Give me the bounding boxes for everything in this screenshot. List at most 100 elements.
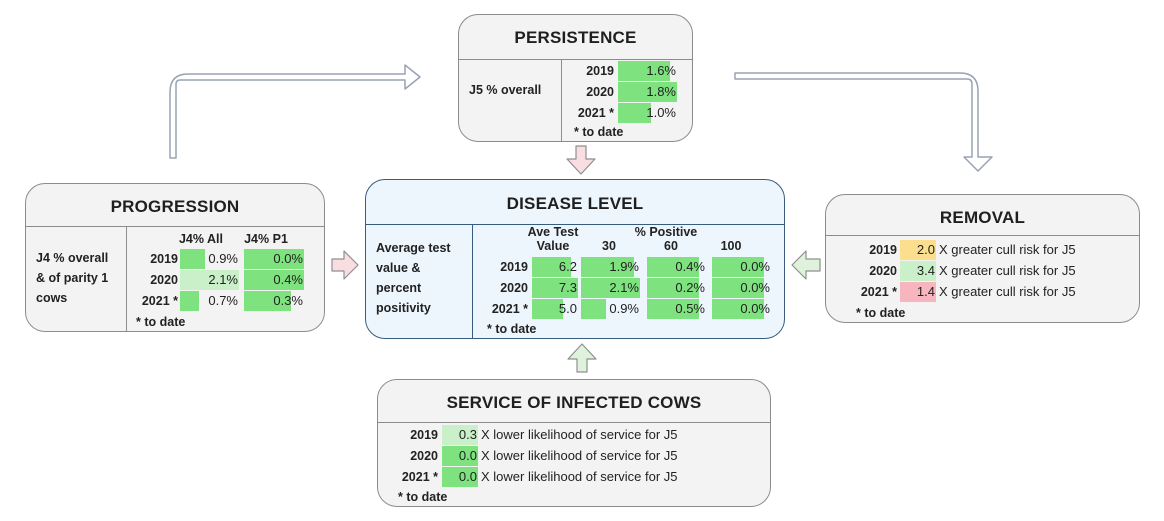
value-bar	[244, 249, 304, 269]
disease-level-label: Average test value & percent positivity	[376, 241, 451, 315]
persistence-year: 2020	[586, 85, 614, 99]
removal-year: 2021 *	[860, 285, 897, 299]
progression-to-disease-arrow	[331, 250, 359, 280]
service-text: X lower likelihood of service for J5	[481, 427, 678, 442]
service-value: 0.0	[442, 467, 478, 487]
removal-text: X greater cull risk for J5	[939, 263, 1076, 278]
disease-ave-value: 5.0	[532, 299, 578, 319]
progression-year: 2020	[150, 273, 178, 287]
divider	[561, 59, 562, 141]
persistence-box: PERSISTENCE J5 % overall 2019 2020 2021 …	[458, 14, 693, 142]
removal-value: 2.0	[900, 240, 936, 260]
removal-text: X greater cull risk for J5	[939, 242, 1076, 257]
progression-col-p1: J4% P1	[244, 232, 288, 246]
divider	[378, 422, 770, 423]
value-bar	[618, 61, 670, 81]
disease-p100-value: 0.0%	[712, 278, 771, 298]
disease-p100-value: 0.0%	[712, 299, 771, 319]
value-bar	[180, 249, 206, 269]
progression-all-value: 2.1%	[180, 270, 239, 290]
service-value: 0.3	[442, 425, 478, 445]
persistence-value: 1.6%	[618, 61, 677, 81]
value-bar	[581, 278, 640, 298]
persistence-label: J5 % overall	[469, 83, 542, 97]
disease-ave-value: 6.2	[532, 257, 578, 277]
value-bar	[618, 103, 652, 123]
disease-year: 2021 *	[491, 302, 528, 316]
progression-label: J4 % overall & of parity 1 cows	[36, 251, 109, 305]
disease-p60-value: 0.4%	[647, 257, 706, 277]
value-bar	[532, 278, 578, 298]
progression-p1-value: 0.0%	[244, 249, 304, 269]
progression-p1-value: 0.4%	[244, 270, 304, 290]
disease-level-title: DISEASE LEVEL	[506, 194, 644, 213]
removal-text: X greater cull risk for J5	[939, 284, 1076, 299]
value-bar	[712, 257, 764, 277]
progression-year: 2021 *	[141, 294, 178, 308]
value-bar	[647, 257, 699, 277]
disease-p60-value: 0.2%	[647, 278, 706, 298]
disease-level-box: DISEASE LEVEL Average test value & perce…	[365, 179, 785, 339]
value-bar	[180, 270, 239, 290]
disease-col-ave: Ave Test Value	[527, 225, 579, 253]
service-title: SERVICE OF INFECTED COWS	[446, 393, 702, 412]
disease-p30-value: 2.1%	[581, 278, 640, 298]
value-bar	[647, 299, 699, 319]
disease-p100-value: 0.0%	[712, 257, 771, 277]
value-bar	[712, 299, 764, 319]
persistence-note: * to date	[574, 125, 624, 139]
value-bar	[244, 291, 291, 311]
disease-year: 2019	[500, 260, 528, 274]
removal-year: 2020	[869, 264, 897, 278]
persistence-to-removal-arrow	[734, 72, 993, 172]
value-bar	[180, 291, 200, 311]
service-year: 2021 *	[401, 470, 438, 484]
disease-level-note: * to date	[487, 322, 537, 336]
persistence-value: 1.8%	[618, 82, 677, 102]
progression-all-value: 0.9%	[180, 249, 239, 269]
disease-col-100: 100	[720, 239, 742, 253]
service-text: X lower likelihood of service for J5	[481, 469, 678, 484]
value-bar	[581, 299, 607, 319]
service-value: 0.0	[442, 446, 478, 466]
value-bar	[244, 270, 304, 290]
divider	[366, 224, 784, 225]
divider	[472, 224, 473, 338]
disease-col-60: 60	[664, 239, 678, 253]
value-bar	[581, 257, 635, 277]
service-note: * to date	[398, 490, 448, 504]
service-year: 2019	[410, 428, 438, 442]
disease-year: 2020	[500, 281, 528, 295]
value-bar	[618, 82, 677, 102]
service-box: SERVICE OF INFECTED COWS 2019 2020 2021 …	[377, 379, 771, 507]
progression-p1-value: 0.3%	[244, 291, 304, 311]
progression-box: PROGRESSION J4 % overall & of parity 1 c…	[25, 183, 325, 332]
persistence-title: PERSISTENCE	[514, 28, 637, 47]
disease-p30-value: 1.9%	[581, 257, 640, 277]
divider	[459, 59, 692, 60]
removal-to-disease-arrow	[791, 250, 821, 280]
persistence-to-disease-arrow	[566, 145, 596, 175]
removal-title: REMOVAL	[939, 208, 1026, 227]
service-text: X lower likelihood of service for J5	[481, 448, 678, 463]
progression-note: * to date	[136, 315, 186, 329]
removal-value: 1.4	[900, 282, 936, 302]
progression-col-all: J4% All	[178, 232, 223, 246]
disease-ave-value: 7.3	[532, 278, 578, 298]
removal-note: * to date	[856, 306, 906, 320]
persistence-year: 2021 *	[577, 106, 614, 120]
progression-year: 2019	[150, 252, 178, 266]
divider	[826, 235, 1139, 236]
service-year: 2020	[410, 449, 438, 463]
removal-box: REMOVAL 2019 2020 2021 * 2.0 3.4 1.4 X g…	[825, 194, 1140, 323]
disease-p60-value: 0.5%	[647, 299, 706, 319]
value-bar	[532, 299, 564, 319]
value-bar	[532, 257, 572, 277]
progression-all-value: 0.7%	[180, 291, 239, 311]
value-bar	[712, 278, 764, 298]
service-to-disease-arrow	[567, 343, 597, 373]
persistence-year: 2019	[586, 64, 614, 78]
value-bar	[647, 278, 699, 298]
removal-value: 3.4	[900, 261, 936, 281]
